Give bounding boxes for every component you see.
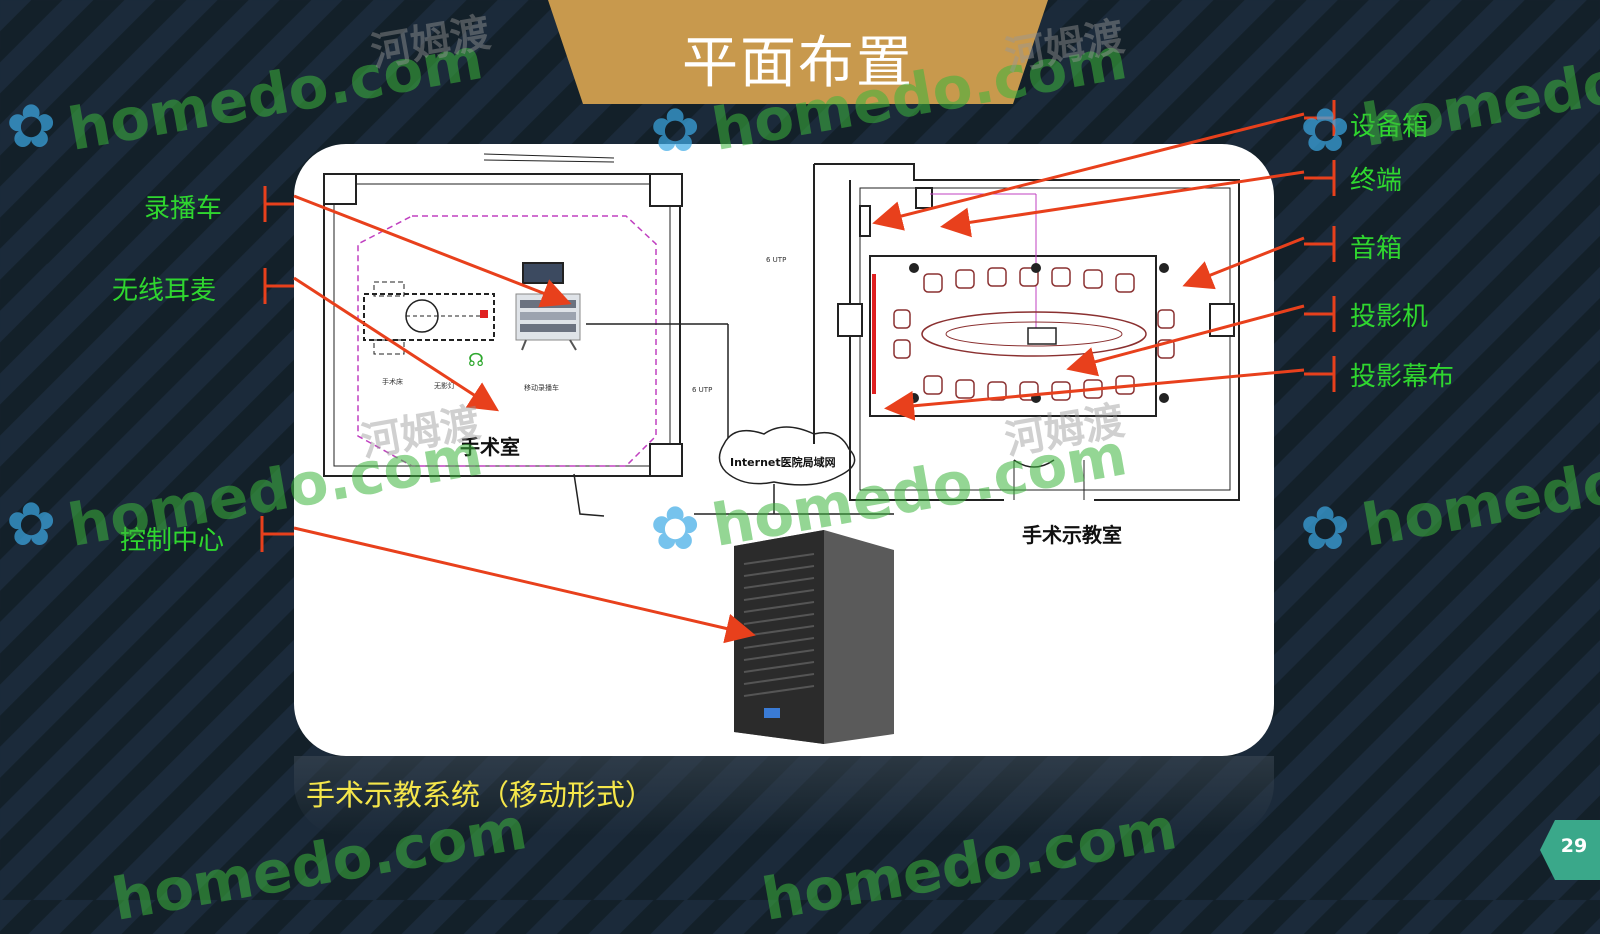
watermark-flower-icon: ✿ bbox=[650, 494, 701, 564]
page-number: 29 bbox=[1560, 835, 1588, 857]
watermark: homedo.com bbox=[1357, 420, 1600, 560]
recording-cart-illustration bbox=[515, 262, 581, 351]
svg-text:手术床: 手术床 bbox=[382, 377, 403, 386]
cable-label-2: 6 UTP bbox=[692, 386, 712, 394]
watermark-flower-icon: ✿ bbox=[1300, 494, 1351, 564]
watermark-flower-icon: ✿ bbox=[1300, 96, 1351, 166]
panel-reflection bbox=[294, 756, 1274, 836]
page-title: 平面布置 bbox=[682, 31, 914, 96]
operating-room-label: 手术室 bbox=[460, 435, 520, 459]
watermark-flower-icon: ✿ bbox=[6, 490, 57, 560]
network-cloud bbox=[718, 426, 856, 486]
server-tower-illustration bbox=[708, 530, 904, 756]
cable-label-1: 6 UTP bbox=[766, 256, 786, 264]
label-projector: 投影机 bbox=[1350, 302, 1429, 332]
label-control-center: 控制中心 bbox=[120, 526, 225, 556]
title-banner bbox=[548, 0, 1048, 104]
label-speaker: 音箱 bbox=[1350, 234, 1403, 264]
svg-text:移动录播车: 移动录播车 bbox=[524, 383, 559, 392]
teaching-room-label: 手术示教室 bbox=[1022, 523, 1122, 547]
watermark: homedo.com bbox=[1357, 20, 1600, 160]
page-badge bbox=[1540, 820, 1600, 880]
svg-text:无影灯: 无影灯 bbox=[434, 381, 455, 390]
label-equipment-cabinet: 设备箱 bbox=[1350, 112, 1429, 142]
label-terminal: 终端 bbox=[1350, 166, 1403, 196]
network-label: Internet医院局域网 bbox=[730, 455, 836, 469]
headset-icon: ☊ bbox=[468, 350, 484, 371]
caption: 手术示教系统（移动形式） bbox=[306, 778, 655, 812]
label-recording-cart: 录播车 bbox=[144, 194, 223, 224]
watermark-flower-icon: ✿ bbox=[650, 96, 701, 166]
watermark-flower-icon: ✿ bbox=[6, 92, 57, 162]
label-wireless-headset: 无线耳麦 bbox=[112, 276, 217, 306]
projector-shape bbox=[1027, 327, 1057, 345]
label-projection-screen: 投影幕布 bbox=[1350, 362, 1455, 392]
